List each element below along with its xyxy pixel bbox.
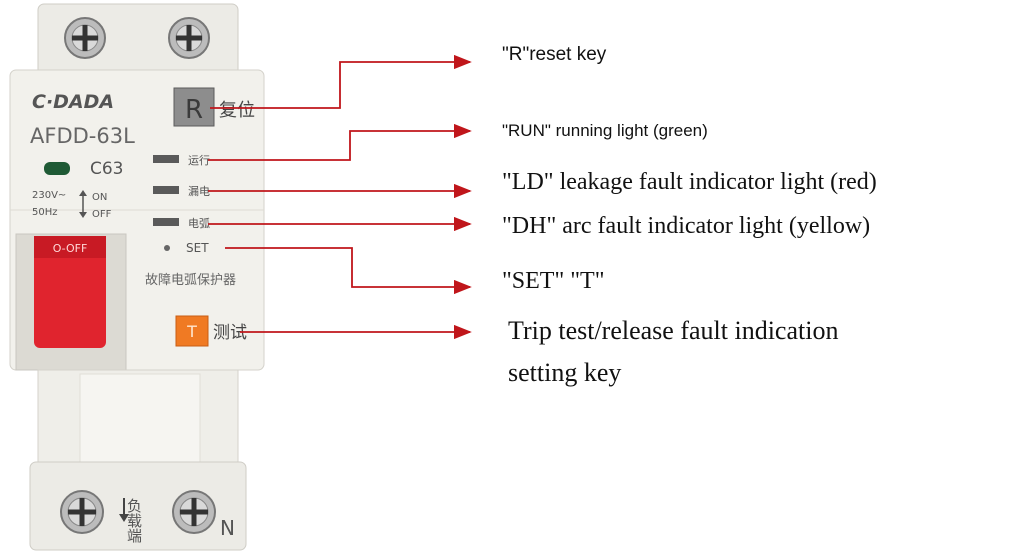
arc-cn-label: 电弧 xyxy=(188,216,210,230)
model-text: AFDD-63L xyxy=(30,124,135,148)
neutral-label: N xyxy=(220,516,235,540)
label-reset-key: "R"reset key xyxy=(502,44,607,65)
label-trip-test-line1: Trip test/release fault indication xyxy=(508,316,839,345)
frequency-text: 50Hz xyxy=(32,207,58,218)
label-dh-light: "DH" arc fault indicator light (yellow) xyxy=(502,213,871,239)
on-off-arrow-icon xyxy=(79,190,87,218)
run-indicator-slot xyxy=(153,155,179,163)
brand-logo: C·DADA xyxy=(32,91,114,113)
reset-key-letter: R xyxy=(185,95,203,125)
lever-text: O-OFF xyxy=(53,242,88,255)
bottom-right-screw-icon xyxy=(172,490,216,534)
label-ld-light: "LD" leakage fault indicator light (red) xyxy=(502,169,877,195)
test-cn-label: 测试 xyxy=(213,323,247,343)
reset-key-cn: 复位 xyxy=(219,100,255,121)
test-button-letter: T xyxy=(186,322,197,341)
leak-cn-label: 漏电 xyxy=(188,185,210,198)
product-cn-name: 故障电弧保护器 xyxy=(145,273,236,288)
top-right-screw-icon xyxy=(168,17,210,59)
leader-set xyxy=(225,247,472,295)
leak-indicator-slot xyxy=(153,186,179,194)
bottom-left-screw-icon xyxy=(60,490,104,534)
set-label: SET xyxy=(186,241,209,255)
load-cn-label: 负载端 xyxy=(125,498,143,543)
reset-key-button[interactable] xyxy=(173,87,215,127)
breaker-lever[interactable] xyxy=(34,236,106,348)
top-left-screw-icon xyxy=(64,17,106,59)
run-led xyxy=(44,162,70,175)
leader-reset xyxy=(210,54,472,109)
set-hole xyxy=(164,245,170,251)
label-set-t: "SET" "T" xyxy=(502,268,605,294)
breaker-device: C·DADA AFDD-63L R 复位 C63 运行 漏电 电弧 SET 23… xyxy=(9,3,265,551)
load-arrow-icon xyxy=(119,498,129,522)
label-trip-test-line2: setting key xyxy=(508,358,622,387)
run-cn-label: 运行 xyxy=(188,154,210,167)
off-text: OFF xyxy=(92,209,112,220)
label-run-light: "RUN" running light (green) xyxy=(502,121,708,140)
test-button[interactable] xyxy=(175,315,209,347)
rating-text: C63 xyxy=(90,159,124,179)
arc-indicator-slot xyxy=(153,218,179,226)
voltage-text: 230V~ xyxy=(32,190,66,201)
on-text: ON xyxy=(92,192,107,203)
leader-run xyxy=(208,123,472,161)
